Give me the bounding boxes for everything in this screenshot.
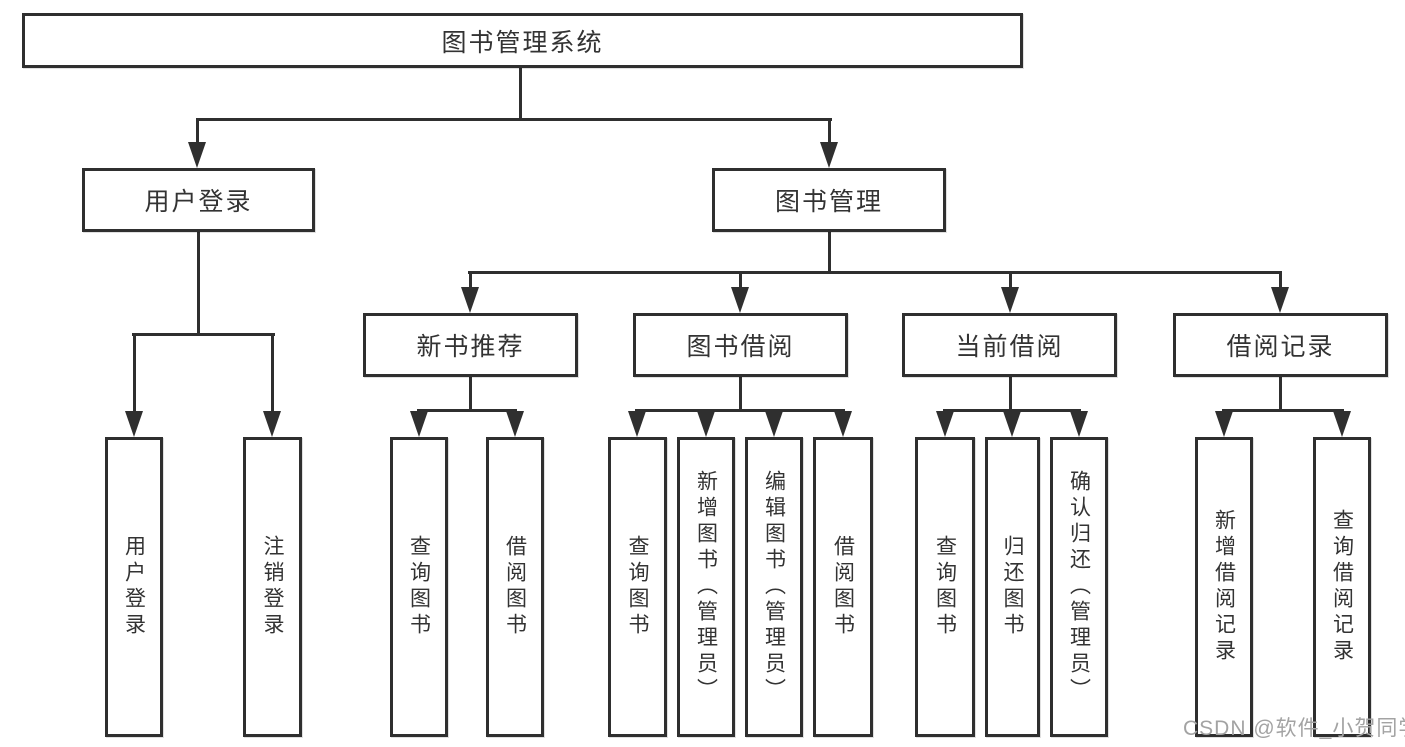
- node-borrow-records: 借阅记录: [1173, 313, 1388, 377]
- node-new-book-recommend: 新书推荐: [363, 313, 578, 377]
- arrow-down-icon: [263, 411, 281, 437]
- arrow-down-icon: [731, 287, 749, 313]
- leaf-query-books-recommend: 查询图书: [390, 437, 448, 737]
- connector-line: [1279, 377, 1282, 411]
- leaf-user-login: 用户登录: [105, 437, 163, 737]
- arrow-down-icon: [1070, 411, 1088, 437]
- connector-line: [196, 121, 199, 144]
- leaf-query-books-current: 查询图书: [915, 437, 975, 737]
- connector-line: [271, 336, 274, 413]
- node-book-management-system: 图书管理系统: [22, 13, 1023, 68]
- arrow-down-icon: [820, 142, 838, 168]
- connector-line: [196, 118, 832, 121]
- node-book-borrow: 图书借阅: [633, 313, 848, 377]
- arrow-down-icon: [834, 411, 852, 437]
- arrow-down-icon: [125, 411, 143, 437]
- leaf-add-borrow-record: 新增借阅记录: [1195, 437, 1253, 737]
- leaf-borrow-books-recommend: 借阅图书: [486, 437, 544, 737]
- node-book-management: 图书管理: [712, 168, 946, 232]
- arrow-down-icon: [628, 411, 646, 437]
- arrow-down-icon: [410, 411, 428, 437]
- arrow-down-icon: [1003, 411, 1021, 437]
- arrow-down-icon: [461, 287, 479, 313]
- connector-line: [1009, 377, 1012, 411]
- leaf-logout: 注销登录: [243, 437, 302, 737]
- arrow-down-icon: [765, 411, 783, 437]
- connector-line: [1009, 274, 1012, 289]
- leaf-query-borrow-record: 查询借阅记录: [1313, 437, 1371, 737]
- leaf-confirm-return-admin: 确认归还（管理员）: [1050, 437, 1108, 737]
- arrow-down-icon: [188, 142, 206, 168]
- arrow-down-icon: [1001, 287, 1019, 313]
- connector-line: [739, 274, 742, 289]
- connector-line: [468, 271, 1282, 274]
- connector-line: [1279, 274, 1282, 289]
- connector-line: [635, 409, 845, 412]
- node-current-borrow: 当前借阅: [902, 313, 1117, 377]
- arrow-down-icon: [936, 411, 954, 437]
- arrow-down-icon: [1271, 287, 1289, 313]
- connector-line: [133, 336, 136, 413]
- connector-line: [197, 232, 200, 336]
- connector-line: [828, 232, 831, 273]
- connector-line: [519, 68, 522, 121]
- connector-line: [828, 121, 831, 144]
- connector-line: [469, 377, 472, 411]
- connector-line: [417, 409, 517, 412]
- csdn-watermark: CSDN @软件_小贺同学: [1183, 717, 1405, 740]
- node-user-login: 用户登录: [82, 168, 315, 232]
- arrow-down-icon: [697, 411, 715, 437]
- arrow-down-icon: [506, 411, 524, 437]
- leaf-add-book-admin: 新增图书（管理员）: [677, 437, 735, 737]
- arrow-down-icon: [1215, 411, 1233, 437]
- leaf-edit-book-admin: 编辑图书（管理员）: [745, 437, 803, 737]
- connector-line: [132, 333, 275, 336]
- arrow-down-icon: [1333, 411, 1351, 437]
- leaf-borrow-books: 借阅图书: [813, 437, 873, 737]
- leaf-query-books-borrow: 查询图书: [608, 437, 667, 737]
- leaf-return-book: 归还图书: [985, 437, 1040, 737]
- connector-line: [739, 377, 742, 411]
- connector-line: [469, 274, 472, 289]
- connector-line: [1222, 409, 1344, 412]
